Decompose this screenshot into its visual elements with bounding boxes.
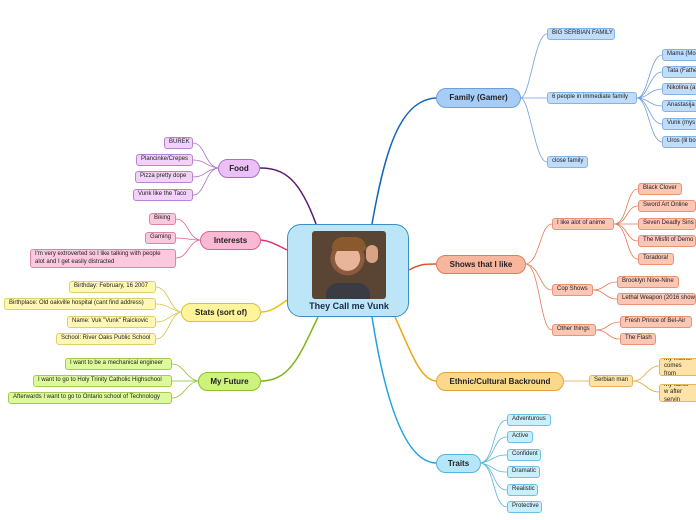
food-item[interactable]: BUREK xyxy=(164,137,193,149)
family-member[interactable]: Uros (lil bo xyxy=(662,136,696,148)
link-food xyxy=(259,167,317,225)
stats-item[interactable]: Name: Vuk "Vunk" Raickovic xyxy=(67,316,156,328)
topic-traits[interactable]: Traits xyxy=(436,454,481,473)
link-future xyxy=(260,316,319,382)
family-item[interactable]: close family xyxy=(547,156,588,168)
future-item[interactable]: I want to go to Holy Trinity Catholic Hi… xyxy=(33,375,172,387)
cop-show-item[interactable]: Lethal Weapon (2016 show xyxy=(617,293,696,305)
family-item[interactable]: 6 people in immediate family xyxy=(547,92,637,104)
family-member[interactable]: Tata (Fathe xyxy=(662,66,696,78)
link-stats xyxy=(260,299,288,313)
food-item[interactable]: Vunk like the Taco xyxy=(133,189,193,201)
interest-item[interactable]: I'm very extroverted so I like talking w… xyxy=(30,249,176,268)
shows-group[interactable]: Other things xyxy=(552,324,596,336)
future-item[interactable]: I want to be a mechanical engineer xyxy=(65,358,172,370)
anime-item[interactable]: Toradora! xyxy=(638,253,674,265)
trait-item[interactable]: Protective xyxy=(507,501,542,513)
shows-group[interactable]: Cop Shows xyxy=(552,284,593,296)
trait-item[interactable]: Confident xyxy=(507,449,541,461)
ethnic-item[interactable]: My mother comes from xyxy=(659,358,696,376)
family-member[interactable]: Anastasija xyxy=(662,100,696,112)
central-topic[interactable]: They Call me Vunk xyxy=(287,224,409,317)
anime-item[interactable]: Black Clover xyxy=(638,183,682,195)
family-member[interactable]: Mama (Mo xyxy=(662,49,696,61)
link-ethnic xyxy=(394,316,437,382)
shows-group[interactable]: I like alot of anime xyxy=(552,218,614,230)
food-item[interactable]: Plancinke/Crepes xyxy=(136,154,193,166)
family-member[interactable]: Vunk (mys xyxy=(662,118,696,130)
link-traits xyxy=(371,316,437,464)
ethnic-sub[interactable]: Serbian man xyxy=(589,375,633,387)
stats-item[interactable]: School: River Oaks Public School xyxy=(56,333,156,345)
trait-item[interactable]: Dramatic xyxy=(507,466,540,478)
anime-item[interactable]: Sword Art Online xyxy=(638,200,696,212)
topic-interests[interactable]: Interests xyxy=(200,231,261,250)
trait-item[interactable]: Realistic xyxy=(507,484,538,496)
anime-item[interactable]: Seven Deadly Sins xyxy=(638,218,696,230)
interest-item[interactable]: Biking xyxy=(149,213,176,225)
topic-food[interactable]: Food xyxy=(218,159,260,178)
link-family xyxy=(371,97,437,225)
interest-item[interactable]: Gaming xyxy=(145,232,176,244)
cop-show-item[interactable]: Brooklyn Nine-Nine xyxy=(617,276,679,288)
topic-family[interactable]: Family (Gamer) xyxy=(436,88,521,108)
stats-item[interactable]: Birthday: February, 16 2007 xyxy=(69,281,156,293)
family-member[interactable]: Nikolina (a xyxy=(662,83,696,95)
topic-ethnic-background[interactable]: Ethnic/Cultural Backround xyxy=(436,372,564,391)
topic-stats[interactable]: Stats (sort of) xyxy=(181,303,261,322)
anime-item[interactable]: The Misfit of Demo xyxy=(638,235,696,247)
stats-item[interactable]: Birthplace: Old oakville hospital (cant … xyxy=(4,298,156,310)
link-interests xyxy=(260,239,288,251)
ethnic-item[interactable]: My father w after servin xyxy=(659,384,696,402)
topic-shows[interactable]: Shows that I like xyxy=(436,255,526,274)
future-item[interactable]: Afterwards I want to go to Ontario schoo… xyxy=(8,392,172,404)
portrait-photo xyxy=(312,231,386,299)
topic-future[interactable]: My Future xyxy=(198,372,261,391)
trait-item[interactable]: Active xyxy=(507,431,533,443)
link-shows xyxy=(408,263,437,271)
central-topic-title: They Call me Vunk xyxy=(309,301,389,311)
other-show-item[interactable]: Fresh Prince of Bel-Air xyxy=(620,316,692,328)
family-item[interactable]: BIG SERBIAN FAMILY xyxy=(547,28,615,40)
food-item[interactable]: Pizza pretty dope xyxy=(135,171,193,183)
trait-item[interactable]: Adventurous xyxy=(507,414,551,426)
other-show-item[interactable]: The Flash xyxy=(620,333,656,345)
